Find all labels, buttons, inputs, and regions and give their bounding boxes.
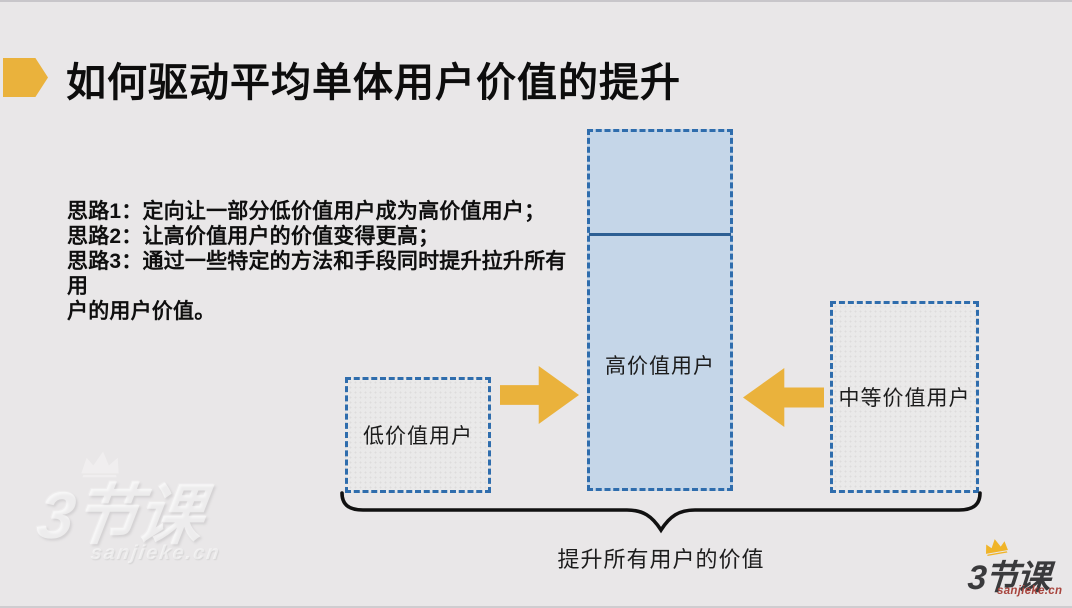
medium-value-users-label: 中等价值用户 <box>838 387 971 410</box>
low-value-users-label: 低价值用户 <box>363 425 473 448</box>
low-value-users-box: 低价值用户 <box>345 377 491 493</box>
arrow-right-icon <box>500 366 579 424</box>
medium-value-users-box: 中等价值用户 <box>830 301 979 493</box>
watermark-domain-text: sanjieke.cn <box>89 542 223 564</box>
watermark: 3节课 sanjieke.cn <box>24 446 274 586</box>
page-title: 如何驱动平均单体用户价值的提升 <box>66 61 681 105</box>
brace-caption: 提升所有用户的价值 <box>557 547 765 572</box>
high-value-users-label: 高价值用户 <box>605 355 715 378</box>
thought-line-3: 思路3：通过一些特定的方法和手段同时提升拉升所有用 <box>67 250 567 298</box>
thoughts-text-block: 思路1：定向让一部分低价值用户成为高价值用户； 思路2：让高价值用户的价值变得更… <box>67 199 587 324</box>
thought-line-4: 户的用户价值。 <box>67 300 216 323</box>
crown-icon <box>81 451 119 478</box>
arrow-left-icon <box>743 368 824 427</box>
thought-line-1: 思路1：定向让一部分低价值用户成为高价值用户； <box>67 200 546 223</box>
thought-line-2: 思路2：让高价值用户的价值变得更高； <box>67 225 440 248</box>
crown-icon <box>985 539 1008 557</box>
watermark-logo-text: 3节课 <box>32 478 207 552</box>
title-bullet-arrow-icon <box>3 58 48 97</box>
high-value-users-box: 高价值用户 <box>587 129 733 491</box>
curly-brace <box>340 491 982 534</box>
sanjieke-logo: 3节课 sanjieke.cn <box>966 524 1068 604</box>
high-value-box-divider-line <box>589 233 731 236</box>
logo-domain-text: sanjieke.cn <box>997 585 1063 597</box>
